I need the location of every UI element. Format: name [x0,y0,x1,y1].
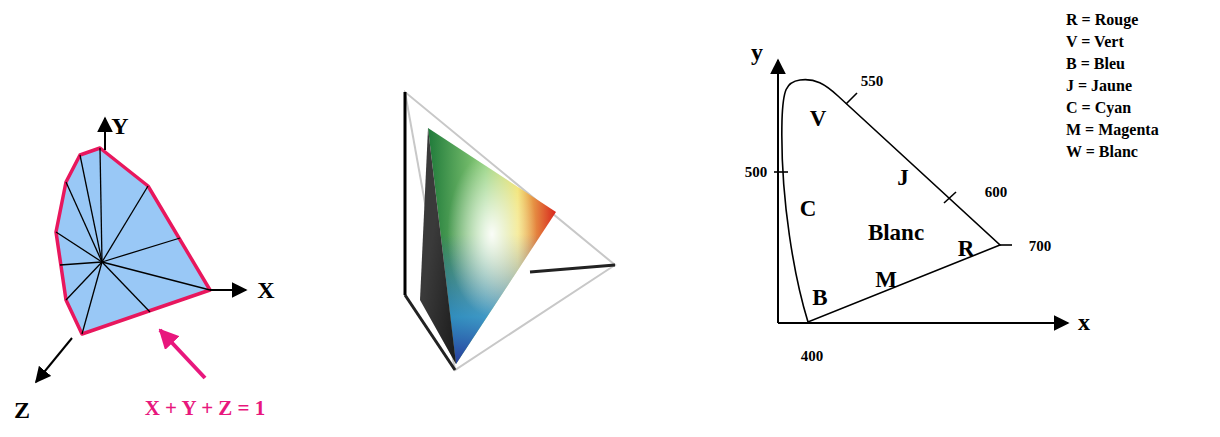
color-letter: B [812,286,827,309]
key-line: M = Magenta [1066,122,1159,138]
axis-label: y [751,40,763,64]
color-letter: C [800,197,817,220]
key-line: V = Vert [1066,34,1124,50]
color-letter: M [875,268,897,291]
color-letter: R [958,237,975,260]
key-line: W = Blanc [1066,144,1138,160]
color-letter: Blanc [868,221,924,244]
equation-label: X + Y + Z = 1 [145,398,266,419]
axis-label: Z [14,398,30,422]
key-line: J = Jaune [1066,78,1132,94]
color-letter: J [897,166,909,189]
wavelength-number: 700 [1029,239,1052,254]
axis-label: Y [111,114,128,138]
wavelength-number: 500 [745,165,768,180]
chromaticity-diagram [774,60,1068,323]
key-line: C = Cyan [1066,100,1131,116]
wavelength-number: 400 [801,349,824,364]
xyz-plane-figure [36,118,246,382]
key-line: B = Bleu [1066,56,1125,72]
wavelength-number: 550 [861,74,884,89]
axis-label: x [1078,310,1090,334]
key-line: R = Rouge [1066,12,1138,28]
axis-label: X [257,278,274,302]
wavelength-number: 600 [985,185,1008,200]
color-letter: V [810,107,827,130]
color-solid-figure [405,92,615,370]
